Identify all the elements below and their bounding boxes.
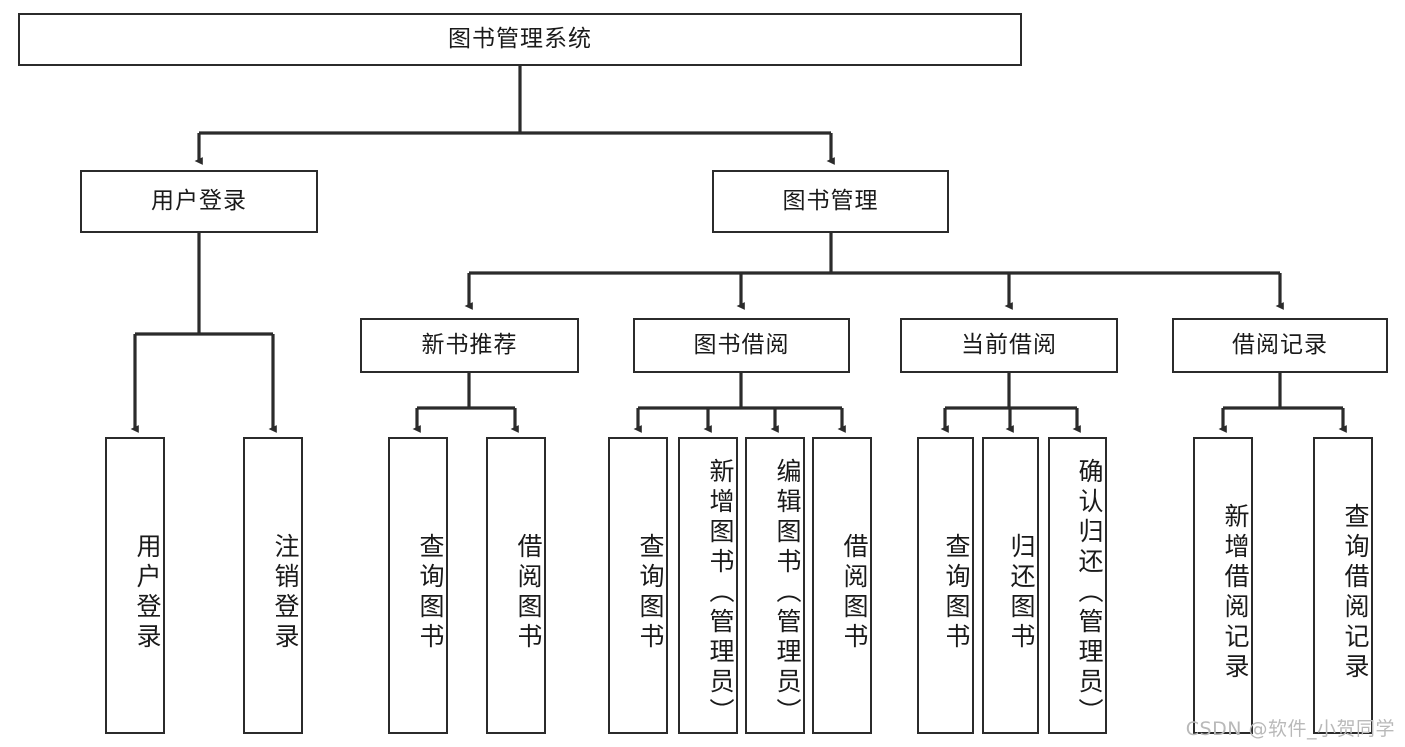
leaf-book-borrow-add-book-admin[interactable]: 新增图书（管理员）	[678, 437, 738, 734]
node-label: 查询图书	[942, 532, 971, 653]
node-label: 图书借阅	[693, 331, 790, 358]
node-label: 借阅记录	[1232, 331, 1328, 358]
node-label: 图书管理	[782, 187, 879, 214]
node-label: 用户登录	[133, 532, 162, 653]
node-book-management[interactable]: 图书管理	[712, 170, 949, 233]
node-root-book-management-system[interactable]: 图书管理系统	[18, 13, 1022, 66]
node-label: 借阅图书	[514, 532, 543, 653]
leaf-book-borrow-borrow-book[interactable]: 借阅图书	[812, 437, 872, 734]
node-book-borrow[interactable]: 图书借阅	[633, 318, 850, 373]
node-label: 新增图书（管理员）	[706, 457, 735, 728]
node-label: 新增借阅记录	[1221, 502, 1250, 683]
node-label: 借阅图书	[840, 532, 869, 653]
node-label: 注销登录	[271, 532, 300, 653]
node-user-login[interactable]: 用户登录	[80, 170, 318, 233]
node-new-book-recommend[interactable]: 新书推荐	[360, 318, 579, 373]
leaf-new-book-borrow-book[interactable]: 借阅图书	[486, 437, 546, 734]
leaf-book-borrow-edit-book-admin[interactable]: 编辑图书（管理员）	[745, 437, 805, 734]
node-label: 归还图书	[1007, 532, 1036, 653]
leaf-book-borrow-query-book[interactable]: 查询图书	[608, 437, 668, 734]
leaf-current-borrow-confirm-return-admin[interactable]: 确认归还（管理员）	[1048, 437, 1107, 734]
leaf-new-book-query-book[interactable]: 查询图书	[388, 437, 448, 734]
node-borrow-record[interactable]: 借阅记录	[1172, 318, 1388, 373]
node-label: 查询图书	[636, 532, 665, 653]
node-label: 当前借阅	[961, 331, 1057, 358]
leaf-user-login-logout[interactable]: 注销登录	[243, 437, 303, 734]
node-current-borrow[interactable]: 当前借阅	[900, 318, 1118, 373]
leaf-current-borrow-query-book[interactable]: 查询图书	[917, 437, 974, 734]
node-label: 查询图书	[416, 532, 445, 653]
node-label: 确认归还（管理员）	[1075, 457, 1104, 728]
leaf-borrow-record-add-record[interactable]: 新增借阅记录	[1193, 437, 1253, 734]
leaf-borrow-record-query-record[interactable]: 查询借阅记录	[1313, 437, 1373, 734]
watermark-text: CSDN @软件_小贺同学	[1185, 718, 1395, 740]
leaf-current-borrow-return-book[interactable]: 归还图书	[982, 437, 1039, 734]
node-label: 查询借阅记录	[1341, 502, 1370, 683]
node-label: 图书管理系统	[448, 25, 592, 52]
node-label: 用户登录	[151, 187, 247, 214]
node-label: 新书推荐	[421, 331, 518, 358]
leaf-user-login-login[interactable]: 用户登录	[105, 437, 165, 734]
node-label: 编辑图书（管理员）	[773, 457, 802, 728]
